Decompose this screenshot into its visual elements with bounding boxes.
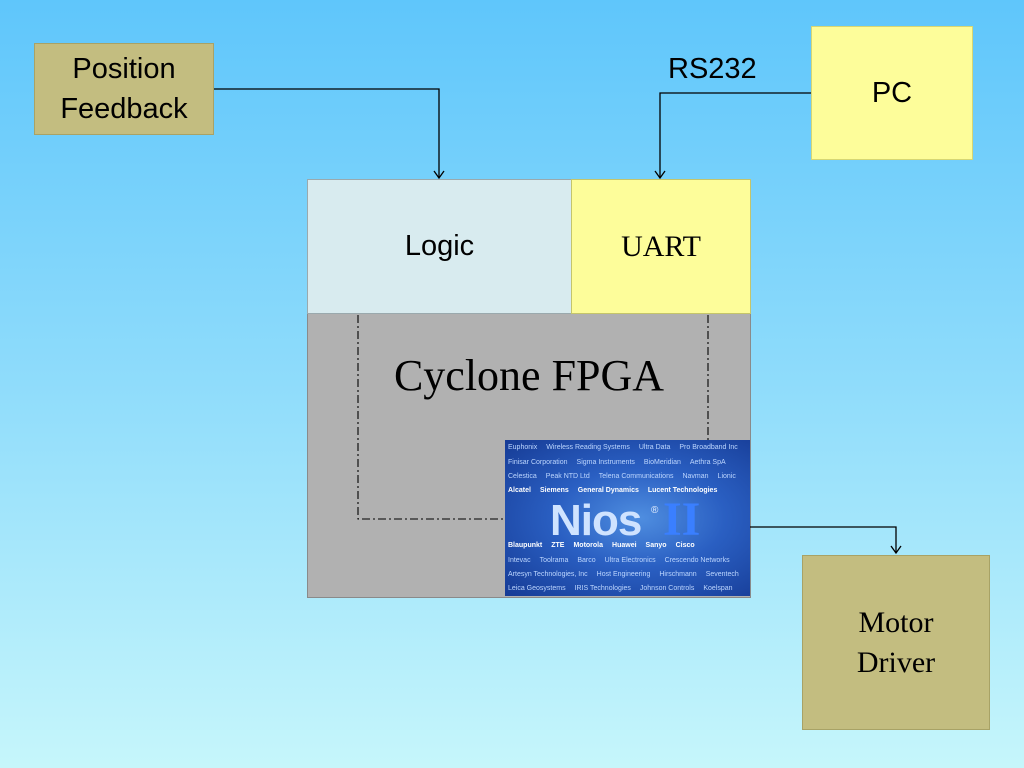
company-row: Intevac Toolrama Barco Ultra Electronics Cre… (505, 557, 750, 564)
company-name: Navman (682, 473, 709, 480)
company-name: Intevac (508, 557, 531, 564)
nios-roman-numeral: II (663, 493, 701, 546)
company-name: Sanyo (645, 542, 667, 549)
company-name: BioMeridian (643, 459, 681, 466)
company-name: Leica Geosystems (508, 585, 566, 592)
motor-driver-block: Motor Driver (802, 555, 990, 730)
company-name: Euphonix (508, 444, 538, 451)
company-name: Celestica (508, 473, 537, 480)
company-row: Celestica Peak NTD Ltd Telena Communicatio… (505, 473, 750, 480)
pc-block: PC (811, 26, 973, 160)
company-row: Alcatel Siemens General Dynamics Lucent Tec… (505, 487, 750, 494)
company-row: Euphonix Wireless Reading Systems Ultra Da… (505, 444, 750, 451)
position-feedback-label: Position Feedback (60, 53, 188, 125)
company-name: Huawei (612, 542, 637, 549)
company-name: Crescendo Networks (664, 557, 730, 564)
feedback-to-logic-arrow (214, 88, 439, 178)
pc-to-uart-arrow (660, 92, 811, 178)
company-name: ZTE (551, 542, 565, 549)
company-name: Aethra SpA (689, 459, 726, 466)
nios-to-motor-arrow (750, 526, 896, 553)
company-row: Finisar Corporation Sigma Instruments BioM… (505, 459, 750, 466)
uart-block: UART (571, 179, 751, 314)
company-name: Koelspan (703, 585, 733, 592)
company-name: Hirschmann (659, 571, 697, 578)
company-row: Leica Geosystems IRIS Technologies Johnson… (505, 585, 750, 592)
company-name: Telena Communications (598, 473, 674, 480)
nios-logo: Nios (550, 496, 642, 545)
company-name: Peak NTD Ltd (545, 473, 590, 480)
company-name: Finisar Corporation (508, 459, 568, 466)
logic-label: Logic (404, 230, 475, 262)
position-feedback-block: Position Feedback (34, 43, 214, 135)
logic-block: Logic (307, 179, 572, 314)
company-name: General Dynamics (577, 487, 639, 494)
company-name: Johnson Controls (639, 585, 695, 592)
company-name: Wireless Reading Systems (546, 444, 630, 451)
company-name: Pro Broadband Inc (679, 444, 738, 451)
registered-mark: ® (651, 505, 659, 516)
company-name: Barco (577, 557, 596, 564)
company-name: Host Engineering (596, 571, 651, 578)
nios-ii-image: Euphonix Wireless Reading Systems Ultra Da… (505, 440, 750, 596)
motor-driver-label: Motor Driver (856, 605, 936, 679)
fpga-label: Cyclone FPGA (393, 351, 665, 400)
company-name: Artesyn Technologies, Inc (508, 571, 588, 578)
company-row: Artesyn Technologies, Inc Host Engineerin… (505, 571, 750, 578)
company-name: Lionic (717, 473, 736, 480)
company-name: Cisco (675, 542, 695, 549)
company-name: Motorola (573, 542, 604, 549)
uart-label: UART (621, 229, 701, 263)
company-name: Blaupunkt (508, 542, 543, 549)
company-name: Siemens (539, 487, 569, 494)
rs232-label: RS232 (668, 53, 757, 85)
company-name: IRIS Technologies (574, 585, 631, 592)
company-name: Toolrama (539, 557, 569, 564)
company-row: Blaupunkt ZTE Motorola Huawei Sanyo Cisco (505, 542, 750, 549)
company-name: Lucent Technologies (647, 487, 718, 494)
company-name: Sigma Instruments (576, 459, 635, 466)
company-name: Alcatel (508, 487, 531, 494)
company-name: Seventech (705, 571, 739, 578)
company-name: Ultra Data (638, 444, 671, 451)
pc-label: PC (871, 76, 913, 109)
company-name: Ultra Electronics (604, 557, 656, 564)
